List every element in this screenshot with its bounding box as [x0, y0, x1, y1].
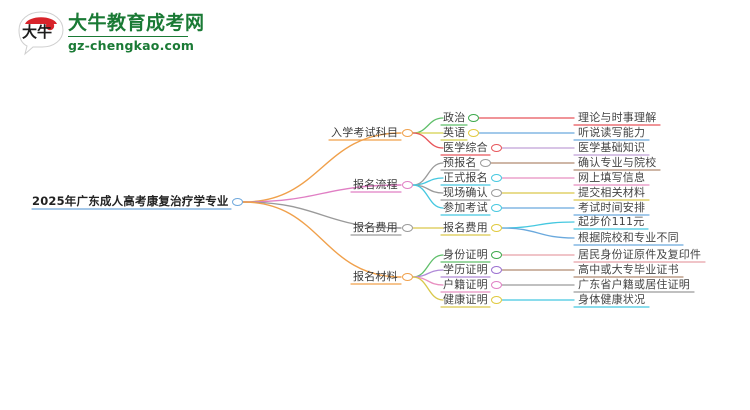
leaf-label-0-0-0[interactable]: 理论与时事理解 — [578, 111, 657, 124]
sub-node-label-0-0[interactable]: 政治 — [443, 111, 466, 124]
branch-label-0[interactable]: 入学考试科目 — [331, 126, 399, 139]
sub-node-label-3-0[interactable]: 身份证明 — [443, 248, 488, 261]
branch-label-2[interactable]: 报名费用 — [353, 221, 398, 234]
leaf-label-0-1-0[interactable]: 听说读写能力 — [578, 126, 646, 139]
sub-node-label-3-1[interactable]: 学历证明 — [443, 263, 488, 276]
sub-node-3-1[interactable] — [490, 266, 502, 274]
logo-subtitle: gz-chengkao.com — [68, 38, 195, 53]
sub-node-label-3-2[interactable]: 户籍证明 — [443, 278, 488, 291]
sub-node-1-2[interactable] — [490, 189, 502, 197]
mindmap-root-label[interactable]: 2025年广东成人高考康复治疗学专业 — [32, 194, 229, 208]
sub-node-0-1[interactable] — [467, 129, 479, 137]
branch-node-3[interactable] — [401, 273, 413, 281]
svg-text:大牛: 大牛 — [22, 23, 52, 41]
leaf-label-1-2-0[interactable]: 提交相关材料 — [578, 186, 646, 199]
sub-node-label-2-0[interactable]: 报名费用 — [443, 221, 488, 234]
sub-node-3-2[interactable] — [490, 281, 502, 289]
leaf-label-3-0-0[interactable]: 居民身份证原件及复印件 — [578, 248, 702, 261]
branch-label-1[interactable]: 报名流程 — [353, 178, 398, 191]
leaf-label-2-0-1[interactable]: 根据院校和专业不同 — [578, 231, 679, 244]
logo-text: 大牛教育成考网 gz-chengkao.com — [68, 11, 205, 53]
branch-node-0[interactable] — [401, 129, 413, 137]
leaf-label-3-2-0[interactable]: 广东省户籍或居住证明 — [578, 278, 690, 291]
sub-node-label-0-1[interactable]: 英语 — [443, 126, 466, 139]
sub-node-3-3[interactable] — [490, 296, 502, 304]
sub-node-label-1-2[interactable]: 现场确认 — [443, 186, 488, 199]
sub-node-label-1-3[interactable]: 参加考试 — [443, 201, 488, 214]
sub-node-label-1-1[interactable]: 正式报名 — [443, 171, 488, 184]
daniu-speech-bubble-logo-icon: 大牛 — [18, 11, 64, 56]
sub-node-label-3-3[interactable]: 健康证明 — [443, 293, 488, 306]
leaf-label-2-0-0[interactable]: 起步价111元 — [578, 215, 645, 228]
sub-node-1-0[interactable] — [479, 159, 491, 167]
sub-node-1-1[interactable] — [490, 174, 502, 182]
logo-title: 大牛教育成考网 — [68, 12, 205, 34]
leaf-label-0-2-0[interactable]: 医学基础知识 — [578, 141, 646, 154]
sub-node-label-0-2[interactable]: 医学综合 — [443, 141, 488, 154]
mindmap-root-node[interactable] — [231, 198, 243, 206]
site-logo[interactable]: 大牛 大牛教育成考网 gz-chengkao.com — [10, 8, 204, 60]
sub-node-0-2[interactable] — [490, 144, 502, 152]
sub-node-3-0[interactable] — [490, 251, 502, 259]
branch-node-1[interactable] — [401, 181, 413, 189]
logo-divider — [68, 36, 188, 37]
leaf-label-1-1-0[interactable]: 网上填写信息 — [578, 171, 646, 184]
leaf-label-1-0-0[interactable]: 确认专业与院校 — [578, 156, 657, 169]
leaf-label-3-1-0[interactable]: 高中或大专毕业证书 — [578, 263, 679, 276]
branch-node-2[interactable] — [401, 224, 413, 232]
sub-node-label-1-0[interactable]: 预报名 — [443, 156, 477, 169]
sub-node-2-0[interactable] — [490, 224, 502, 232]
sub-node-0-0[interactable] — [467, 114, 479, 122]
leaf-label-1-3-0[interactable]: 考试时间安排 — [578, 201, 646, 214]
sub-node-1-3[interactable] — [490, 204, 502, 212]
leaf-label-3-3-0[interactable]: 身体健康状况 — [578, 293, 646, 306]
branch-label-3[interactable]: 报名材料 — [353, 270, 398, 283]
